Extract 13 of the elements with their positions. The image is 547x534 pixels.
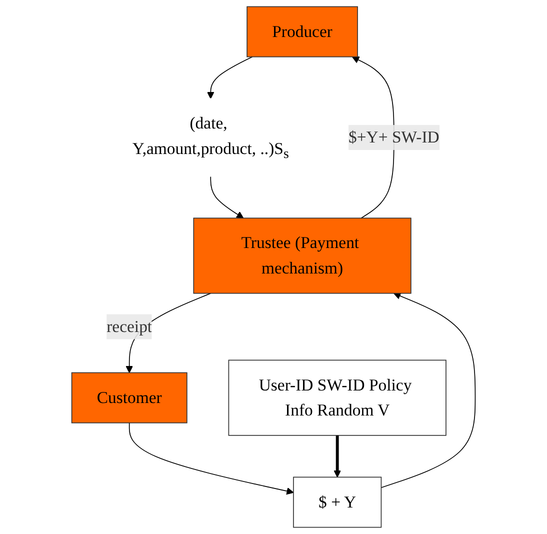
node-box: Producer [246, 6, 358, 58]
arrow [210, 176, 244, 218]
arrow [128, 422, 294, 495]
node-box: User-ID SW-ID Policy Info Random V [228, 360, 446, 436]
edge-label: $+Y+ SW-ID [348, 128, 440, 147]
node-box: $ + Y [293, 476, 382, 528]
edge-label: receipt [106, 318, 152, 336]
node-text: (date, Y,amount,product, ..)S$_{s}$ [132, 114, 289, 162]
arrow [334, 435, 342, 478]
arrow [380, 292, 476, 488]
node-box: Trustee (Payment mechanism) [193, 218, 412, 294]
node-box: Customer [71, 372, 188, 424]
arrow [206, 56, 253, 99]
